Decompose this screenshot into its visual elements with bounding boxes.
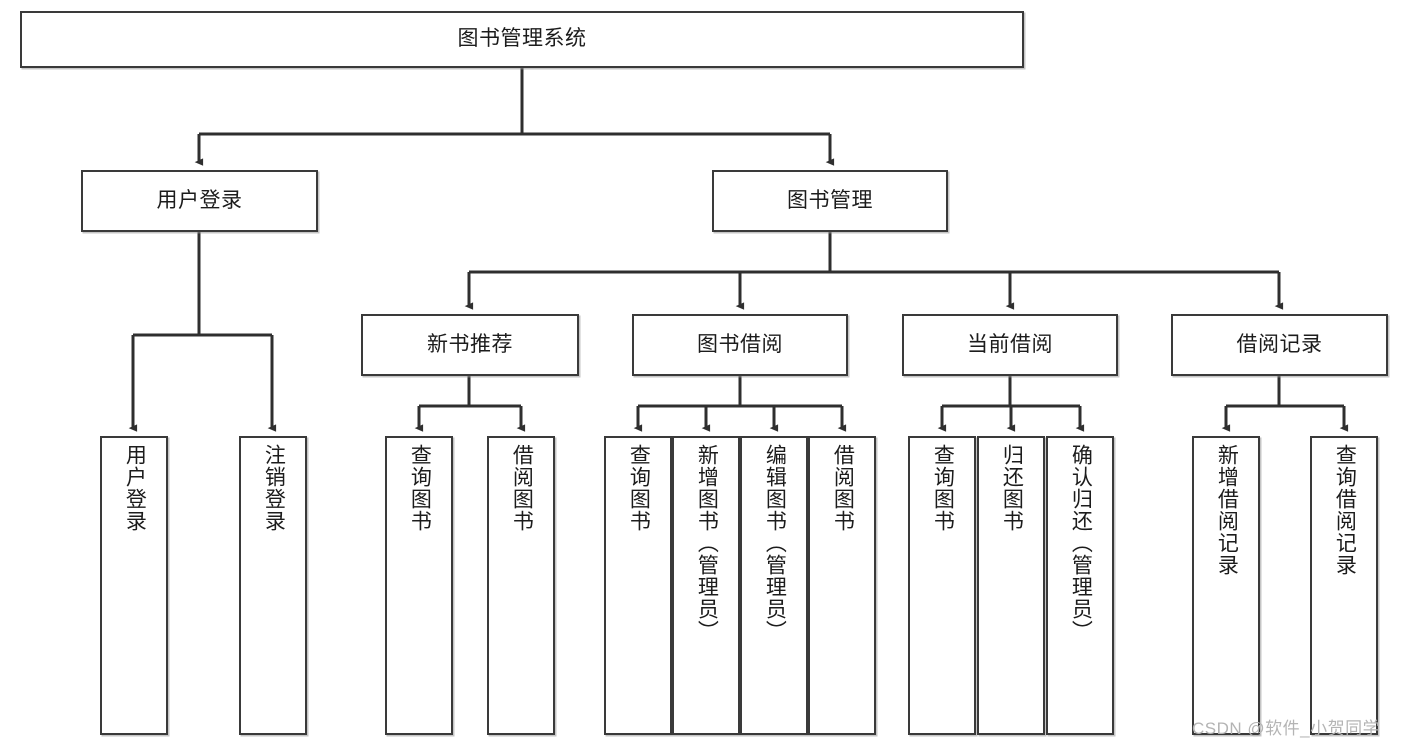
- node-new-book-recommend-label: 新书推荐: [427, 332, 513, 356]
- node-leaf-query-borrow-record-label: 查询借阅记录: [1333, 444, 1357, 576]
- node-book-borrow-label: 图书借阅: [697, 332, 783, 356]
- node-leaf-query-book-recommend-label: 查询图书: [408, 444, 432, 532]
- node-leaf-edit-book-label: 编辑图书（管理员）: [763, 444, 787, 642]
- node-leaf-query-book-current[interactable]: 查询图书: [908, 436, 976, 735]
- node-leaf-add-book-label: 新增图书（管理员）: [695, 444, 719, 642]
- node-leaf-borrow-book-recommend[interactable]: 借阅图书: [487, 436, 555, 735]
- node-leaf-edit-book[interactable]: 编辑图书（管理员）: [740, 436, 808, 735]
- node-leaf-query-book-current-label: 查询图书: [931, 444, 955, 532]
- watermark-text: CSDN @软件_小贺同学: [1192, 719, 1381, 738]
- node-leaf-user-logout-label: 注销登录: [262, 444, 286, 532]
- node-leaf-add-borrow-record[interactable]: 新增借阅记录: [1192, 436, 1260, 735]
- node-user-login[interactable]: 用户登录: [81, 170, 318, 232]
- node-borrow-record[interactable]: 借阅记录: [1171, 314, 1388, 376]
- node-current-borrow-label: 当前借阅: [967, 332, 1053, 356]
- node-borrow-record-label: 借阅记录: [1236, 332, 1323, 356]
- node-user-login-label: 用户登录: [156, 188, 243, 212]
- node-leaf-query-book-recommend[interactable]: 查询图书: [385, 436, 453, 735]
- node-leaf-add-book[interactable]: 新增图书（管理员）: [672, 436, 740, 735]
- node-leaf-add-borrow-record-label: 新增借阅记录: [1215, 444, 1239, 576]
- node-book-borrow[interactable]: 图书借阅: [632, 314, 848, 376]
- node-leaf-query-book-borrow[interactable]: 查询图书: [604, 436, 672, 735]
- node-leaf-user-login[interactable]: 用户登录: [100, 436, 168, 735]
- node-leaf-user-logout[interactable]: 注销登录: [239, 436, 307, 735]
- node-leaf-confirm-return[interactable]: 确认归还（管理员）: [1046, 436, 1114, 735]
- node-leaf-query-borrow-record[interactable]: 查询借阅记录: [1310, 436, 1378, 735]
- node-book-manage[interactable]: 图书管理: [712, 170, 948, 232]
- node-leaf-return-book-label: 归还图书: [1000, 444, 1024, 532]
- node-leaf-borrow-book-label: 借阅图书: [831, 444, 855, 532]
- node-current-borrow[interactable]: 当前借阅: [902, 314, 1118, 376]
- node-leaf-return-book[interactable]: 归还图书: [977, 436, 1045, 735]
- node-root-system[interactable]: 图书管理系统: [20, 11, 1024, 68]
- node-leaf-borrow-book[interactable]: 借阅图书: [808, 436, 876, 735]
- node-leaf-confirm-return-label: 确认归还（管理员）: [1069, 444, 1093, 642]
- node-leaf-query-book-borrow-label: 查询图书: [627, 444, 651, 532]
- node-root-label: 图书管理系统: [457, 27, 587, 51]
- node-new-book-recommend[interactable]: 新书推荐: [361, 314, 579, 376]
- node-leaf-borrow-book-recommend-label: 借阅图书: [510, 444, 534, 532]
- node-leaf-user-login-label: 用户登录: [123, 444, 147, 532]
- node-book-manage-label: 图书管理: [787, 188, 873, 212]
